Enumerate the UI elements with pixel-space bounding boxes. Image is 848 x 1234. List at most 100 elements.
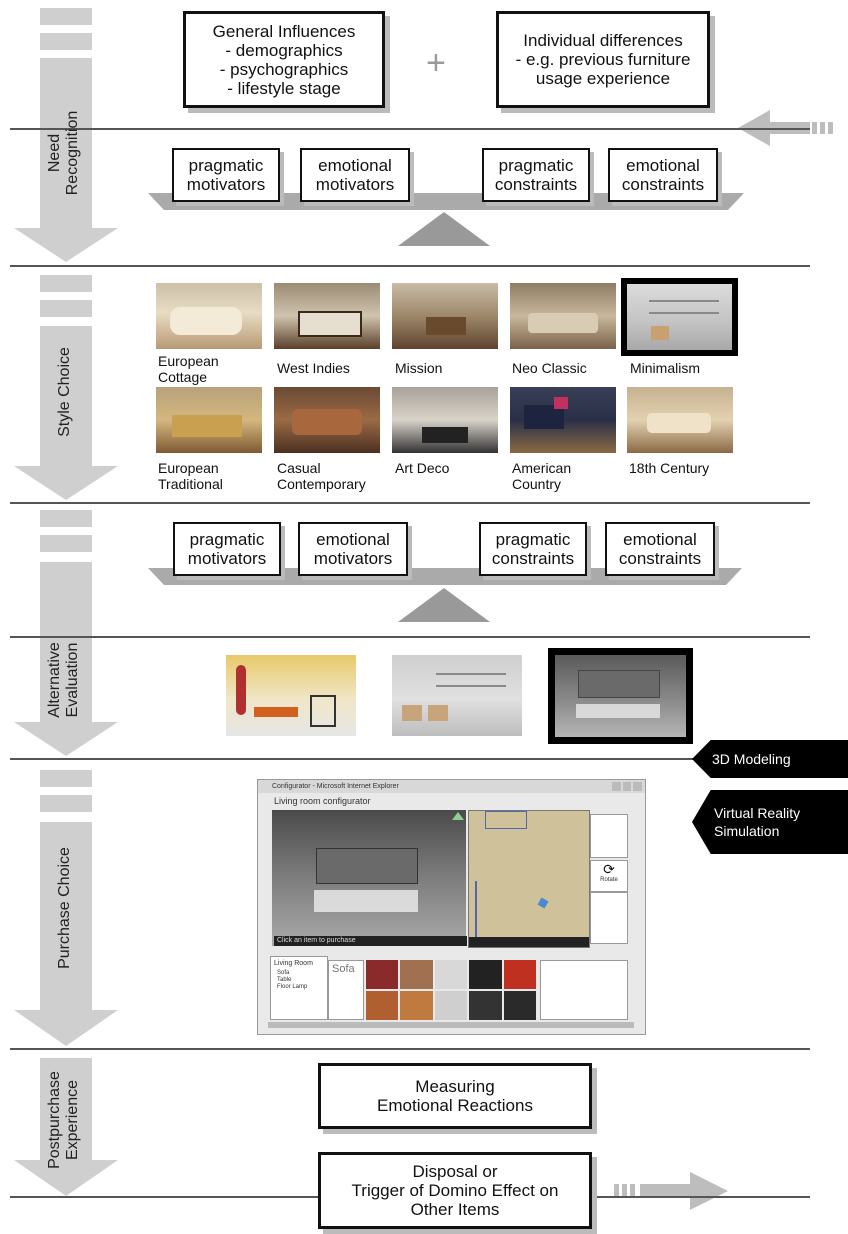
individual-differences-box: Individual differences - e.g. previous f… <box>496 11 710 108</box>
style-photo-mission <box>392 283 498 349</box>
view-caption: Click an item to purchase <box>274 936 467 946</box>
divider-line <box>10 758 810 760</box>
selected-item-panel: Sofa <box>328 960 364 1020</box>
stage-purchase-choice: Purchase Choice <box>56 847 73 969</box>
outgoing-arrow <box>640 1172 728 1210</box>
selected-item-label: Sofa <box>332 963 355 975</box>
purchase-choice-arrow <box>14 822 118 1046</box>
catalog-item[interactable] <box>469 960 502 989</box>
tag-virtual-reality-text: Virtual Reality Simulation <box>714 805 801 839</box>
rotate-label: Rotate <box>600 877 618 883</box>
tag-virtual-reality: Virtual Reality Simulation <box>692 790 848 854</box>
configurator-3d-view[interactable]: Click an item to purchase <box>272 810 467 946</box>
scroll-up-icon[interactable] <box>452 812 464 820</box>
style-label-mission: Mission <box>395 360 443 376</box>
flow-tick <box>40 535 92 552</box>
flow-tick <box>40 33 92 50</box>
style-label-european-cottage: European Cottage <box>158 353 219 385</box>
style-label-casual-contemporary: Casual Contemporary <box>277 460 366 492</box>
general-influences-box: General Influences - demographics - psyc… <box>183 11 385 108</box>
window-controls <box>612 782 643 791</box>
style-photo-art-deco <box>392 387 498 453</box>
configurator-window: Configurator - Microsoft Internet Explor… <box>257 779 646 1035</box>
maximize-icon[interactable] <box>622 782 632 791</box>
configurator-heading: Living room configurator <box>274 796 371 806</box>
style-photo-18th-century <box>627 387 733 453</box>
emotional-motivators-box-2: emotional motivators <box>298 522 408 576</box>
emotional-motivators-box: emotional motivators <box>300 148 410 202</box>
catalog-item[interactable] <box>503 991 536 1020</box>
catalog-item[interactable] <box>400 991 433 1020</box>
pragmatic-constraints-box-2: pragmatic constraints <box>479 522 587 576</box>
balance-beam-top <box>148 193 744 210</box>
sofa-catalog-grid <box>366 960 536 1020</box>
pragmatic-motivators-box-2: pragmatic motivators <box>173 522 281 576</box>
style-label-neo-classic: Neo Classic <box>512 360 587 376</box>
pragmatic-motivators-box: pragmatic motivators <box>172 148 280 202</box>
tag-3d-modeling: 3D Modeling <box>692 740 848 778</box>
catalog-item[interactable] <box>366 991 399 1020</box>
catalog-item[interactable] <box>400 960 433 989</box>
need-recognition-arrow <box>14 58 118 262</box>
emotional-constraints-box: emotional constraints <box>608 148 718 202</box>
flow-tick <box>40 795 92 812</box>
style-photo-european-cottage <box>156 283 262 349</box>
stage-alternative-evaluation: Alternative Evaluation <box>46 642 81 718</box>
configurator-floor-plan[interactable] <box>468 810 590 948</box>
balance-beam-mid <box>148 568 742 585</box>
measuring-emotional-reactions-box: Measuring Emotional Reactions <box>318 1063 592 1129</box>
divider-line <box>10 265 810 267</box>
style-label-18th-century: 18th Century <box>629 460 710 476</box>
rotate-control[interactable]: ⟳ Rotate <box>590 860 628 892</box>
info-panel <box>590 814 628 858</box>
flow-tick <box>40 8 92 25</box>
purchase-list-panel <box>540 960 628 1020</box>
flow-tick <box>40 275 92 292</box>
flow-tick <box>40 770 92 787</box>
style-label-west-indies: West Indies <box>277 360 350 376</box>
room-list-title: Living Room <box>274 960 313 967</box>
close-icon[interactable] <box>633 782 643 791</box>
catalog-item[interactable] <box>434 991 468 1020</box>
style-choice-arrow <box>14 326 118 500</box>
sofa-marker-icon[interactable] <box>537 897 549 909</box>
tag-3d-modeling-text: 3D Modeling <box>712 751 791 767</box>
room-list-items[interactable]: Sofa Table Floor Lamp <box>277 970 308 990</box>
divider-line <box>10 502 810 504</box>
style-photo-west-indies <box>274 283 380 349</box>
balance-fulcrum-mid <box>398 588 490 622</box>
alternative-room-3d-render <box>548 648 693 744</box>
catalog-item[interactable] <box>434 960 468 989</box>
catalog-item[interactable] <box>503 960 536 989</box>
catalog-item[interactable] <box>366 960 399 989</box>
divider-line <box>10 128 810 130</box>
flow-tick <box>40 510 92 527</box>
alternative-evaluation-arrow <box>14 562 118 756</box>
style-label-minimalism: Minimalism <box>630 360 700 376</box>
catalog-item[interactable] <box>469 991 502 1020</box>
help-panel <box>590 892 628 944</box>
style-label-american-country: American Country <box>512 460 572 492</box>
postpurchase-arrow <box>14 1058 118 1196</box>
divider-line <box>10 1048 810 1050</box>
style-photo-minimalism <box>621 278 738 356</box>
style-photo-neo-classic <box>510 283 616 349</box>
stage-need-recognition: Need Recognition <box>46 110 81 196</box>
disposal-trigger-box: Disposal or Trigger of Domino Effect on … <box>318 1152 592 1229</box>
style-photo-casual-contemporary <box>274 387 380 453</box>
divider-line <box>10 636 810 638</box>
rotate-icon[interactable]: ⟳ <box>603 861 615 877</box>
style-label-european-traditional: European Traditional <box>158 460 223 492</box>
style-photo-american-country <box>510 387 616 453</box>
room-list-panel: Living Room Sofa Table Floor Lamp <box>270 956 328 1020</box>
minimize-icon[interactable] <box>612 782 621 791</box>
emotional-constraints-box-2: emotional constraints <box>605 522 715 576</box>
alternative-room-photo-2 <box>392 655 522 736</box>
style-label-art-deco: Art Deco <box>395 460 450 476</box>
plus-sign: + <box>426 44 446 82</box>
status-bar <box>268 1022 634 1028</box>
style-photo-european-traditional <box>156 387 262 453</box>
pragmatic-constraints-box: pragmatic constraints <box>482 148 590 202</box>
configurator-title-bar: Configurator - Microsoft Internet Explor… <box>258 780 645 793</box>
